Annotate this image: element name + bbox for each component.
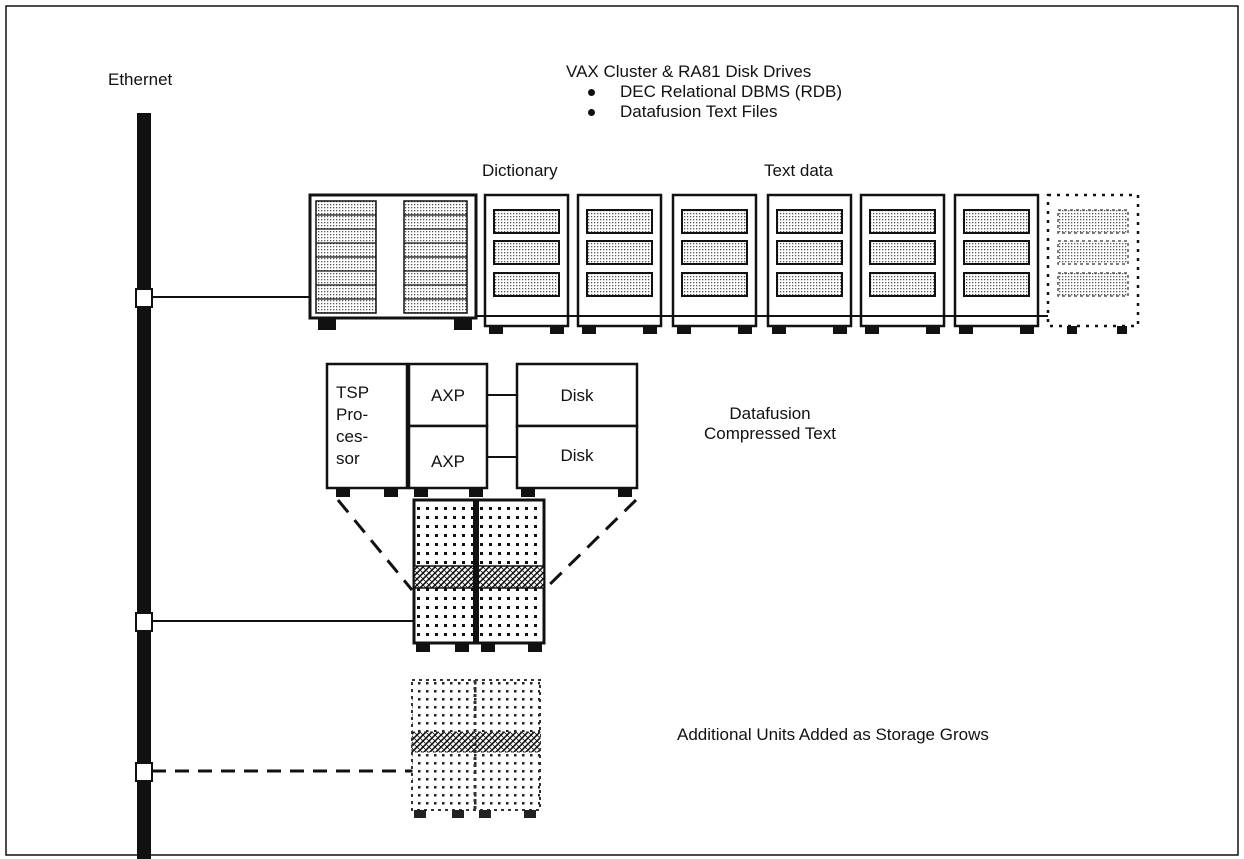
bullet-icon <box>588 109 595 116</box>
zoom-line-right <box>542 498 638 592</box>
axp-bottom-label: AXP <box>430 452 466 471</box>
disk-drive-6 <box>953 193 1040 334</box>
vax-bullet-textfiles: Datafusion Text Files <box>620 102 778 121</box>
text-data-label: Text data <box>764 161 833 180</box>
disk-drive-1 <box>483 193 570 334</box>
zoom-line-left <box>336 499 414 591</box>
tsp-line: TSP <box>336 383 370 402</box>
disk-drive-future <box>1046 193 1140 334</box>
disk-bottom-label: Disk <box>560 446 594 465</box>
bullet-icon <box>588 89 595 96</box>
ethernet-tap-3 <box>135 762 153 782</box>
disk-drive-2 <box>576 193 663 334</box>
compressed-text-label-1: Datafusion <box>729 404 811 423</box>
axp-top-label: AXP <box>430 386 466 405</box>
additional-units-label: Additional Units Added as Storage Grows <box>677 725 989 744</box>
additional-unit-cabinet <box>411 679 541 818</box>
disk-drive-4 <box>766 193 853 334</box>
tsp-line: Pro- <box>336 405 369 424</box>
tsp-processor-label: TSP Pro- ces- sor <box>336 382 369 470</box>
disk-drive-3 <box>671 193 758 334</box>
disk-top-label: Disk <box>560 386 594 405</box>
dictionary-label: Dictionary <box>482 161 558 180</box>
diagram-border <box>5 5 1239 856</box>
ethernet-tap-1 <box>135 288 153 308</box>
ethernet-label: Ethernet <box>108 70 173 89</box>
ethernet-tap-2 <box>135 612 153 632</box>
ethernet-bus <box>137 113 151 859</box>
vax-cluster-title: VAX Cluster & RA81 Disk Drives <box>566 62 812 81</box>
vax-cluster-unit <box>308 193 478 330</box>
vax-bullet-rdb: DEC Relational DBMS (RDB) <box>620 82 842 101</box>
compressed-text-label-2: Compressed Text <box>704 424 836 443</box>
tsp-line: sor <box>336 449 360 468</box>
tsp-processor-box <box>325 362 409 497</box>
disk-drive-5 <box>859 193 946 334</box>
axp-box-top <box>407 362 489 428</box>
disk-box-bottom <box>515 424 639 497</box>
tsp-unit-cabinet <box>412 498 546 652</box>
tsp-line: ces- <box>336 427 369 446</box>
disk-box-top <box>515 362 639 428</box>
axp-box-bottom <box>407 424 489 497</box>
